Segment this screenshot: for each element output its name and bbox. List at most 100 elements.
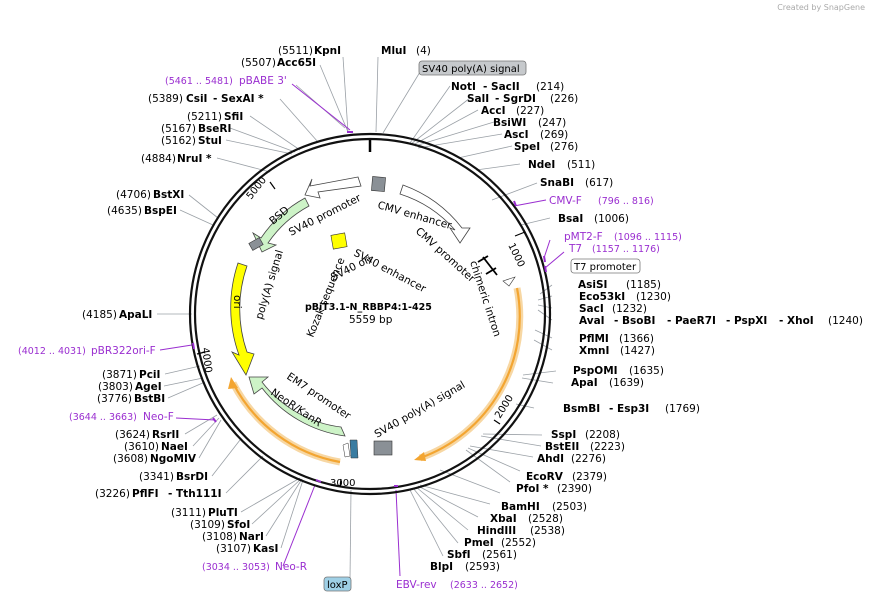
label-kozak-sequence: Kozak sequence — [305, 256, 348, 339]
t7-marker — [502, 276, 516, 287]
primer-marks — [192, 131, 547, 487]
em7-marker — [349, 439, 359, 459]
acci-pos: (227) — [516, 105, 544, 117]
pmei-name: PmeI — [464, 537, 494, 549]
eco53ki-name: Eco53kI — [579, 291, 625, 303]
bstxi-pos: (4706) — [116, 189, 151, 201]
label-ori: ori — [231, 295, 243, 309]
scale-ticks — [196, 181, 526, 488]
bamhi-pos: (2503) — [552, 501, 587, 513]
avai-name: AvaI — [579, 315, 605, 327]
t7-promoter-box — [570, 258, 641, 274]
bsai-pos: (1006) — [594, 213, 629, 225]
xmni-pos: (1427) — [620, 345, 655, 357]
pfoi-name: PfoI * — [516, 483, 549, 495]
pspomi-name: PspOMI — [573, 365, 618, 377]
label-sv40-polya-signal: SV40 poly(A) signal — [373, 379, 468, 441]
noti-name: NotI — [451, 81, 476, 93]
xbai-name: XbaI — [490, 513, 517, 525]
pbr322-pos: (4012 .. 4031) — [18, 346, 86, 357]
pbabe-name: pBABE 3' — [239, 75, 287, 87]
cmv-enhancer-arrow — [399, 184, 471, 244]
mlui-pos: (4) — [416, 45, 431, 57]
bstxi-name: BstXI — [153, 189, 184, 201]
label-cmv-promoter: CMV promoter — [413, 225, 478, 285]
asisi-name: AsiSI — [578, 279, 607, 291]
acc65i-name: Acc65I — [277, 57, 316, 69]
pcii-name: PciI — [139, 369, 160, 381]
bsmbi-pos: (1769) — [665, 403, 700, 415]
bsiwi-pos: (247) — [538, 117, 566, 129]
ebvrev-name: EBV-rev — [396, 579, 437, 591]
paer7i-name: - PaeR7I — [667, 315, 716, 327]
t7-name: T7 — [568, 243, 582, 255]
ndei-pos: (511) — [567, 159, 595, 171]
pmei-pos: (2552) — [501, 537, 536, 549]
chimeric-intron-marker — [477, 255, 498, 276]
sali-pos: (226) — [550, 93, 578, 105]
eco53ki-pos: (1230) — [636, 291, 671, 303]
label-chimeric-intron: chimeric intron — [467, 259, 503, 338]
xbai-pos: (2528) — [528, 513, 563, 525]
sexai-label: SexAI * — [221, 93, 264, 105]
asisi-pos: (1185) — [626, 279, 661, 291]
snabi-name: SnaBI — [540, 177, 574, 189]
agei-pos: (3803) — [98, 381, 133, 393]
sbfi-name: SbfI — [447, 549, 471, 561]
csii-pos: (5389) — [148, 93, 183, 105]
nari-name: NarI — [239, 531, 264, 543]
bstbi-name: BstBI — [134, 393, 165, 405]
saci-name: SacI — [579, 303, 604, 315]
sfoi-pos: (3109) — [190, 519, 225, 531]
ngomiv-pos: (3608) — [113, 453, 148, 465]
kpni-name: KpnI — [314, 45, 341, 57]
mlui-name: MluI — [381, 45, 406, 57]
bsmbi-name: BsmBI — [563, 403, 600, 415]
pspxi-label: PspXI — [734, 315, 767, 327]
sfoi-name: SfoI — [227, 519, 250, 531]
bsai-name: BsaI — [558, 213, 583, 225]
naei-name: NaeI — [161, 441, 188, 453]
sv40-ori-marker — [330, 232, 348, 250]
pmt2f-name: pMT2-F — [564, 231, 603, 243]
tick-4000: 4000 — [199, 347, 213, 374]
paer7i-label: PaeR7I — [675, 315, 716, 327]
loxp-box — [323, 576, 352, 592]
pluti-name: PluTI — [208, 507, 238, 519]
nrui-pos: (4884) — [141, 153, 176, 165]
nrui-name: NruI * — [177, 153, 212, 165]
apali-pos: (4185) — [82, 309, 117, 321]
hindiii-pos: (2538) — [530, 525, 565, 537]
neof-pos: (3644 .. 3663) — [69, 412, 137, 423]
pspxi-name: - PspXI — [726, 315, 767, 327]
label-sv40-enhancer: SV40 enhancer — [352, 247, 429, 295]
asci-name: AscI — [504, 129, 529, 141]
bamhi-name: BamHI — [501, 501, 540, 513]
pbr322-name: pBR322ori-F — [91, 345, 156, 357]
rsrii-pos: (3624) — [115, 429, 150, 441]
esp3i-name: - Esp3I — [609, 403, 649, 415]
neor-primer-name: Neo-R — [275, 561, 307, 573]
label-sv40-promoter: SV40 promoter — [287, 192, 364, 239]
blpi-name: BlpI — [430, 561, 453, 573]
plasmid-length: 5559 bp — [349, 314, 393, 326]
ngomiv-name: NgoMIV — [150, 453, 197, 465]
kasi-name: KasI — [253, 543, 278, 555]
sbfi-pos: (2561) — [482, 549, 517, 561]
neof-name: Neo-F — [143, 411, 174, 423]
apai-name: ApaI — [571, 377, 598, 389]
tth111i-name: - Tth111I — [168, 488, 222, 500]
ndei-name: NdeI — [528, 159, 555, 171]
ebvrev-pos: (2633 .. 2652) — [450, 580, 518, 591]
naei-pos: (3610) — [124, 441, 159, 453]
ecorv-pos: (2379) — [572, 471, 607, 483]
asci-pos: (269) — [540, 129, 568, 141]
pflmi-name: PflMI — [579, 333, 609, 345]
spei-pos: (276) — [550, 141, 578, 153]
pspomi-pos: (1635) — [629, 365, 664, 377]
neor-arrow — [248, 376, 346, 437]
cmvf-pos: (796 .. 816) — [598, 196, 654, 207]
ecorv-name: EcoRV — [526, 471, 564, 483]
nari-pos: (3108) — [202, 531, 237, 543]
